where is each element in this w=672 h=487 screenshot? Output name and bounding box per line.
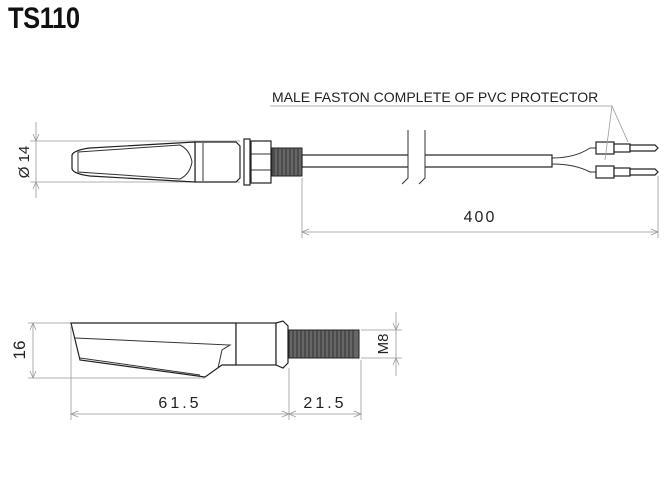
thread-length-label: 21.5	[303, 395, 346, 412]
height-label: 16	[10, 341, 29, 360]
drawing-title: TS110	[8, 2, 80, 35]
top-view: Ø 14 MALE FASTON COMPLETE OF PVC PROTECT…	[16, 89, 660, 238]
faston-connector-bottom	[595, 165, 659, 179]
lamp-body	[194, 141, 241, 183]
nut	[250, 140, 272, 184]
washer	[243, 138, 251, 186]
faston-connector-top	[595, 141, 659, 155]
cable-length-label: 400	[464, 209, 497, 226]
cable	[301, 154, 553, 168]
side-view: 16 M8 61.5 21.5	[10, 312, 402, 420]
connector-note: MALE FASTON COMPLETE OF PVC PROTECTOR	[272, 89, 598, 105]
body-length-label: 61.5	[158, 395, 201, 412]
thread-size-label: M8	[375, 334, 392, 355]
diameter-label: Ø 14	[16, 146, 33, 179]
collar	[275, 320, 289, 369]
